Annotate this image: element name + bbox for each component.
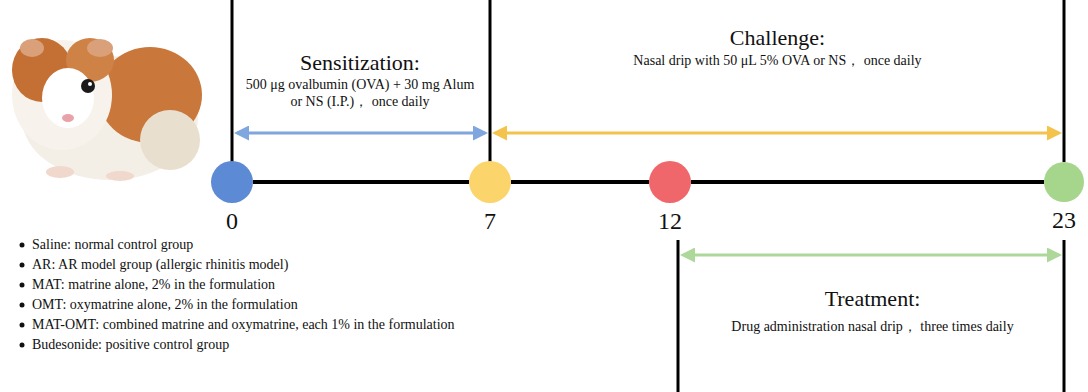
- phase-title: Challenge:: [495, 25, 1060, 51]
- group-item: Saline: normal control group: [32, 236, 632, 253]
- period-arrow: [683, 254, 1059, 257]
- timeline-segment: [511, 180, 649, 184]
- day-number: 7: [484, 207, 496, 235]
- period-arrow: [495, 132, 1059, 135]
- phase-detail: Nasal drip with 50 μL 5% OVA or NS， once…: [495, 52, 1060, 69]
- group-item: MAT-OMT: combined matrine and oxymatrine…: [32, 316, 632, 333]
- phase-detail: Drug administration nasal drip， three ti…: [685, 318, 1060, 335]
- phase-detail: 500 μg ovalbumin (OVA) + 30 mg Alum or N…: [245, 76, 475, 110]
- day-number: 0: [226, 207, 238, 235]
- timeline-segment: [253, 180, 469, 184]
- phase-line: [232, 0, 1064, 392]
- timepoint-circle: 7: [469, 161, 511, 203]
- group-item: AR: AR model group (allergic rhinitis mo…: [32, 256, 632, 273]
- group-item: MAT: matrine alone, 2% in the formulatio…: [32, 276, 632, 293]
- timepoint-circle: 23: [1044, 162, 1084, 202]
- phase-title: Treatment:: [685, 286, 1060, 312]
- day-number: 23: [1052, 206, 1076, 234]
- group-item: OMT: oxymatrine alone, 2% in the formula…: [32, 296, 632, 313]
- timepoint-circle: 12: [649, 161, 691, 203]
- timepoint-circle: 0: [211, 161, 253, 203]
- group-item: Budesonide: positive control group: [32, 336, 632, 353]
- phase-title: Sensitization:: [235, 50, 485, 76]
- timeline-segment: [691, 180, 1044, 184]
- bullet-dot: [20, 243, 25, 348]
- day-number: 12: [658, 207, 682, 235]
- period-arrow: [237, 132, 485, 135]
- guinea-pig: [12, 38, 202, 181]
